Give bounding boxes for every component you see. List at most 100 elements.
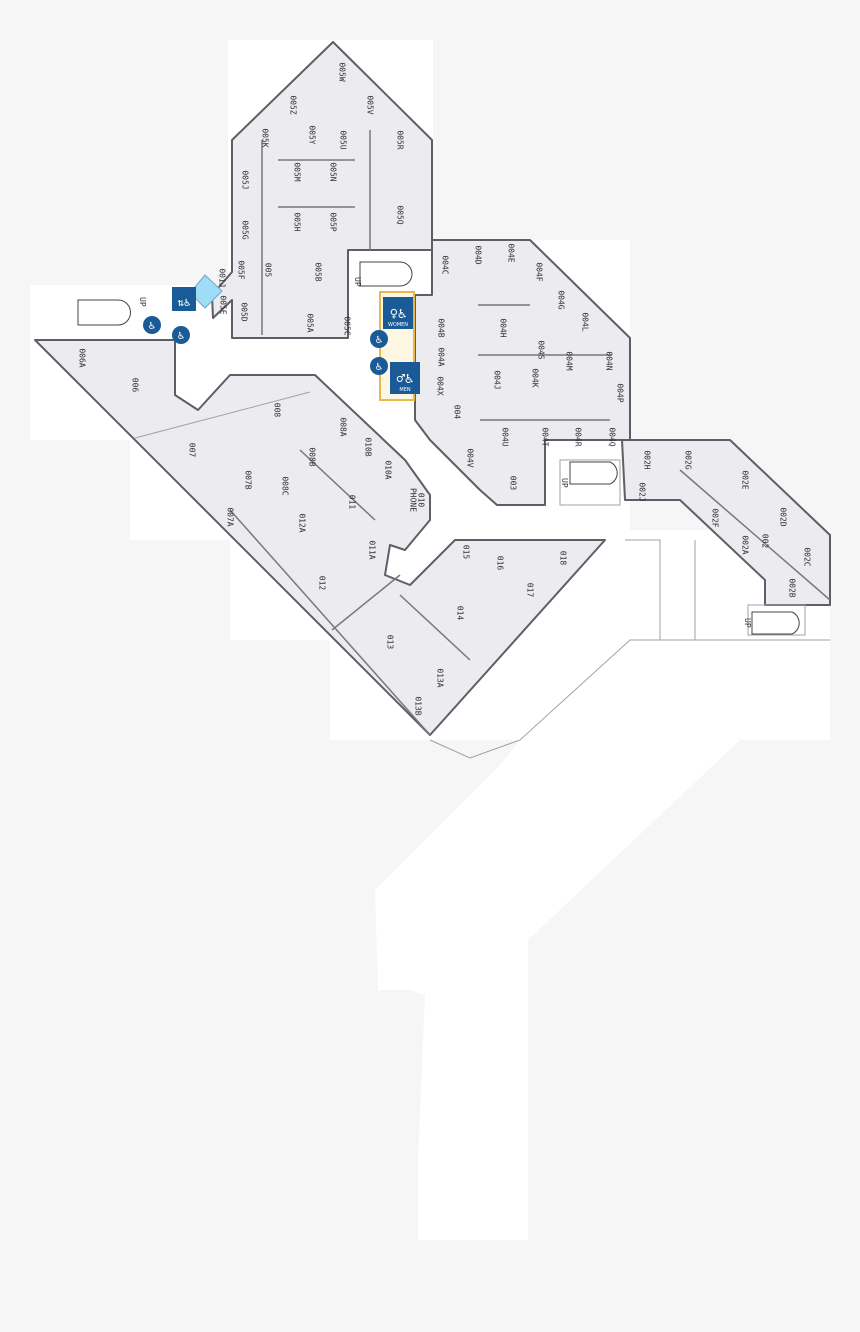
accessibility-markers: ⇅♿ ♿ ♿ ♿ ♿ bbox=[143, 274, 388, 375]
room-label-013: 013 bbox=[386, 635, 395, 650]
room-label-005q: 005Q bbox=[396, 205, 405, 224]
stair-up-labels: UP UP UP UP bbox=[138, 277, 752, 628]
room-label-002a: 002A bbox=[741, 535, 750, 554]
room-label-005w: 005W bbox=[338, 62, 347, 81]
room-label-004h: 004H bbox=[499, 318, 508, 337]
women-restroom-icon bbox=[383, 297, 413, 329]
svg-text:♿: ♿ bbox=[149, 319, 156, 332]
restrooms: WOMEN MEN ♀♿ ♂♿ bbox=[379, 291, 420, 401]
room-label-010b: 010B bbox=[364, 437, 373, 456]
women-sign-label: WOMEN bbox=[388, 322, 408, 328]
stairs bbox=[77, 261, 800, 635]
svg-text:♀♿: ♀♿ bbox=[390, 306, 407, 322]
room-label-004e: 004E bbox=[507, 243, 516, 262]
wheelchair-icon: ♿ bbox=[143, 316, 161, 334]
room-label-013b: 013B bbox=[414, 696, 423, 715]
building-outline bbox=[34, 41, 831, 759]
room-label-004j: 004J bbox=[493, 370, 502, 389]
room-label-002f: 002F bbox=[711, 508, 720, 527]
room-label-008a: 008A bbox=[339, 417, 348, 436]
room-label-004u: 004U bbox=[501, 427, 510, 446]
room-label-011: 011 bbox=[348, 495, 357, 510]
room-label-004n: 004N bbox=[605, 351, 614, 370]
room-label-003: 003 bbox=[509, 476, 518, 491]
room-label-006a: 006A bbox=[78, 348, 87, 367]
room-label-007a: 007A bbox=[226, 507, 235, 526]
room-label-004p: 004P bbox=[616, 383, 625, 402]
room-label-005y: 005Y bbox=[308, 125, 317, 144]
room-label-004g: 004G bbox=[557, 290, 566, 309]
room-label-018: 018 bbox=[559, 551, 568, 566]
room-label-005u: 005U bbox=[339, 130, 348, 149]
wheelchair-icon: ♿ bbox=[370, 357, 388, 375]
stairs-icon bbox=[359, 261, 413, 287]
room-label-005c: 005C bbox=[343, 316, 352, 335]
room-label-007: 007 bbox=[188, 443, 197, 458]
svg-text:⇅♿: ⇅♿ bbox=[177, 296, 191, 309]
stair-up-label: UP bbox=[138, 297, 147, 307]
wheelchair-icon: ♿ bbox=[172, 326, 190, 344]
room-label-004a: 004A bbox=[437, 347, 446, 366]
room-label-002e: 002E bbox=[741, 470, 750, 489]
room-label-002d: 002D bbox=[779, 507, 788, 526]
room-label-008b: 008B bbox=[308, 447, 317, 466]
svg-text:♿: ♿ bbox=[376, 333, 383, 346]
room-label-013a: 013A bbox=[436, 668, 445, 687]
room-label-005e: 005E bbox=[219, 295, 228, 314]
room-label-005b: 005B bbox=[314, 262, 323, 281]
room-label-005j: 005J bbox=[241, 170, 250, 189]
room-label-005g: 005G bbox=[241, 220, 250, 239]
room-label-010a: 010A bbox=[384, 460, 393, 479]
stairs-icon bbox=[77, 299, 131, 326]
room-label-004k: 004K bbox=[531, 368, 540, 387]
room-label-005: 005 bbox=[264, 263, 273, 278]
svg-text:♂♿: ♂♿ bbox=[397, 371, 414, 387]
room-label-004x: 004X bbox=[436, 376, 445, 395]
room-label-005p: 005P bbox=[329, 212, 338, 231]
room-label-016: 016 bbox=[496, 556, 505, 571]
room-label-004r: 004R bbox=[574, 427, 583, 446]
room-label-002j: 002J bbox=[638, 482, 647, 501]
room-label-006: 006 bbox=[131, 378, 140, 393]
stairs-icon bbox=[569, 461, 618, 485]
room-label-005h: 005H bbox=[293, 212, 302, 231]
svg-text:♿: ♿ bbox=[178, 329, 185, 342]
stairs-icon bbox=[751, 611, 800, 635]
room-label-008: 008 bbox=[273, 403, 282, 418]
room-label-010: 010 bbox=[417, 493, 426, 508]
room-label-005z: 005Z bbox=[289, 95, 298, 114]
room-label-002g: 002G bbox=[684, 450, 693, 469]
room-label-004f: 004F bbox=[535, 262, 544, 281]
room-label-phone: PHONE bbox=[409, 488, 418, 512]
room-label-005v: 005V bbox=[366, 95, 375, 114]
room-label-001j: 001J bbox=[218, 268, 227, 287]
stair-up-label: UP bbox=[353, 277, 362, 287]
room-label-012a: 012A bbox=[298, 513, 307, 532]
room-label-011a: 011A bbox=[368, 540, 377, 559]
svg-text:♿: ♿ bbox=[376, 360, 383, 373]
room-label-004s: 004S bbox=[537, 340, 546, 359]
room-label-007b: 007B bbox=[244, 470, 253, 489]
room-label-008c: 008C bbox=[281, 476, 290, 495]
stair-up-label: UP bbox=[560, 478, 569, 488]
room-label-005a: 005A bbox=[306, 313, 315, 332]
room-label-004c: 004C bbox=[441, 255, 450, 274]
room-label-002h: 002H bbox=[643, 450, 652, 469]
wheelchair-icon: ♿ bbox=[370, 330, 388, 348]
men-restroom-icon bbox=[390, 362, 420, 394]
room-label-004l: 004L bbox=[581, 312, 590, 331]
room-label-012: 012 bbox=[318, 576, 327, 591]
stair-up-label: UP bbox=[743, 618, 752, 628]
room-label-005d: 005D bbox=[240, 302, 249, 321]
room-label-004d: 004D bbox=[474, 245, 483, 264]
room-label-005k: 005K bbox=[261, 128, 270, 147]
room-label-015: 015 bbox=[462, 545, 471, 560]
room-label-004b: 004B bbox=[437, 318, 446, 337]
room-label-002c: 002C bbox=[803, 547, 812, 566]
men-sign-label: MEN bbox=[399, 387, 410, 393]
room-label-017: 017 bbox=[526, 583, 535, 598]
room-label-005n: 005N bbox=[329, 162, 338, 181]
room-label-005f: 005F bbox=[237, 260, 246, 279]
